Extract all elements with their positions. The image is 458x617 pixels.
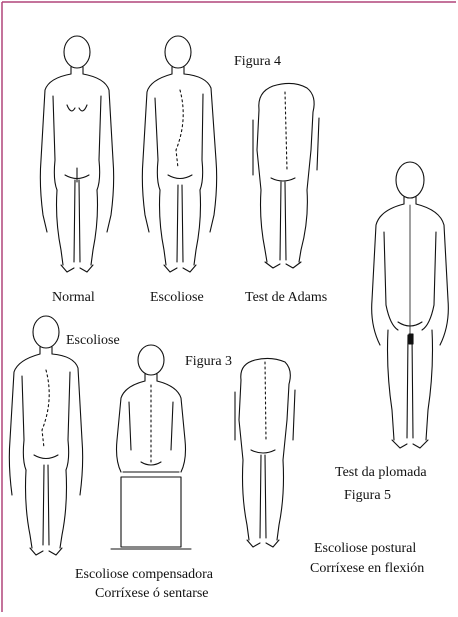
caption-escoliose-mid: Escoliose: [66, 333, 120, 349]
figura-4-label: Figura 4: [234, 54, 281, 70]
caption-normal: Normal: [52, 290, 95, 306]
caption-compensadora-line1: Escoliose compensadora: [75, 567, 213, 583]
caption-escoliose-top: Escoliose: [150, 290, 204, 306]
caption-test-adams: Test de Adams: [245, 290, 327, 306]
caption-compensadora-line2: Corríxese ó sentarse: [95, 586, 209, 602]
caption-postural-line1: Escoliose postural: [314, 541, 416, 557]
figure-escoliose-mid: [9, 316, 82, 555]
figure-postural: [235, 358, 295, 547]
figure-compensadora: [111, 345, 191, 549]
figure-test-adams: [253, 83, 319, 268]
caption-postural-line2: Corríxese en flexión: [310, 561, 424, 577]
caption-test-plomada: Test da plomada: [335, 465, 427, 481]
figura-3-label: Figura 3: [185, 354, 232, 370]
figure-test-plomada: [372, 162, 449, 448]
figure-normal: [40, 36, 113, 272]
figura-5-label: Figura 5: [344, 488, 391, 504]
figure-escoliose-top: [142, 36, 216, 272]
